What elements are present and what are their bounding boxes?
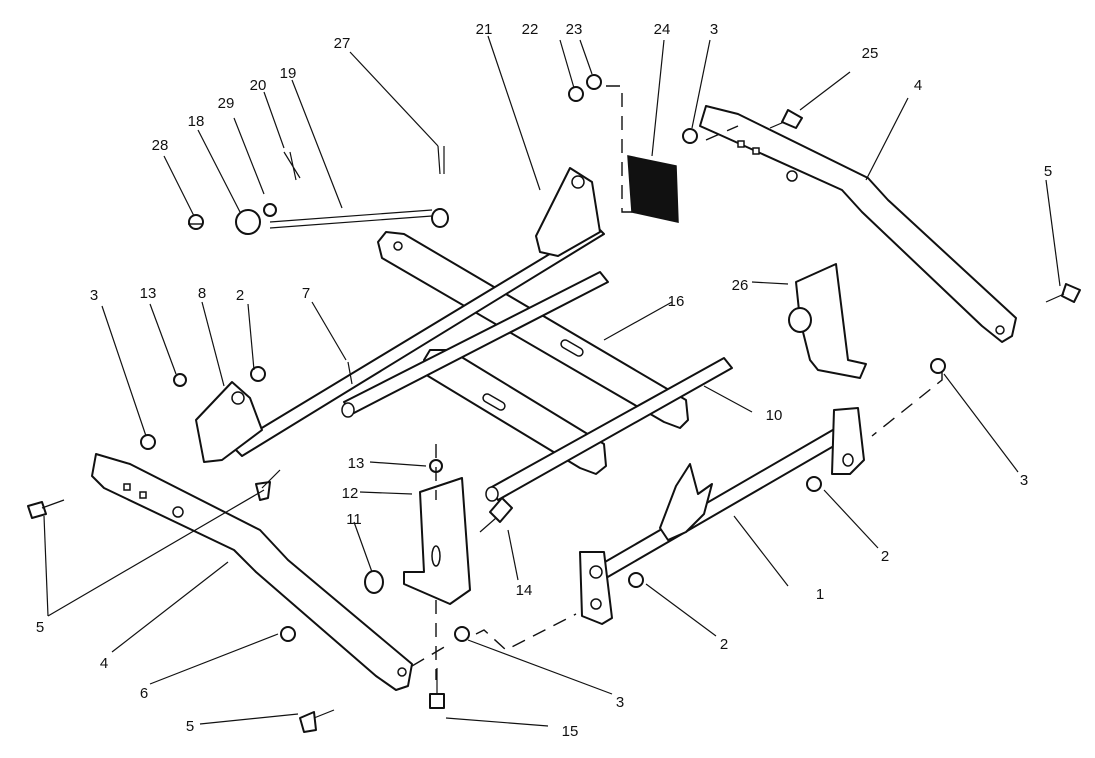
leader-lines xyxy=(43,35,1061,727)
callout-10: 10 xyxy=(766,407,783,424)
callout-2: 2 xyxy=(720,636,728,653)
callout-11: 11 xyxy=(346,511,362,528)
lift-arm-left xyxy=(91,453,413,691)
bracket-26 xyxy=(788,263,867,379)
plate-21 xyxy=(535,167,601,257)
callout-5: 5 xyxy=(186,718,194,735)
callout-4: 4 xyxy=(914,77,922,94)
rubber-block-24 xyxy=(627,155,679,223)
callout-24: 24 xyxy=(654,21,671,38)
callout-12: 12 xyxy=(342,485,359,502)
callout-28: 28 xyxy=(152,137,169,154)
callout-26: 26 xyxy=(732,277,749,294)
callout-13: 13 xyxy=(140,285,157,302)
rod-upper xyxy=(231,225,605,457)
rod-19 xyxy=(235,203,449,235)
callout-5: 5 xyxy=(1044,163,1052,180)
callout-1: 1 xyxy=(816,586,824,603)
callout-15: 15 xyxy=(562,723,579,740)
callout-4: 4 xyxy=(100,655,108,672)
assembly-lines xyxy=(188,85,943,680)
callout-5: 5 xyxy=(36,619,44,636)
callout-13: 13 xyxy=(348,455,365,472)
callout-2: 2 xyxy=(881,548,889,565)
callout-20: 20 xyxy=(250,77,267,94)
callout-14: 14 xyxy=(516,582,533,599)
callout-27: 27 xyxy=(334,35,351,52)
main-shaft-1 xyxy=(579,407,865,625)
callout-25: 25 xyxy=(862,45,879,62)
lift-arm-right xyxy=(699,105,1017,343)
callout-18: 18 xyxy=(188,113,205,130)
hardware xyxy=(27,74,1081,733)
callout-23: 23 xyxy=(566,21,583,38)
callout-22: 22 xyxy=(522,21,539,38)
callout-3: 3 xyxy=(90,287,98,304)
plate-8 xyxy=(195,381,263,463)
callout-2: 2 xyxy=(236,287,244,304)
rod-10 xyxy=(485,357,733,502)
callout-8: 8 xyxy=(198,285,206,302)
callout-29: 29 xyxy=(218,95,235,112)
callout-6: 6 xyxy=(140,685,148,702)
callout-19: 19 xyxy=(280,65,297,82)
callout-7: 7 xyxy=(302,285,310,302)
callout-3: 3 xyxy=(616,694,624,711)
rod-middle xyxy=(341,271,609,418)
callout-labels: 1 2 2 2 3 3 3 3 4 4 5 5 5 6 7 8 10 11 12… xyxy=(36,21,1052,740)
callout-21: 21 xyxy=(476,21,493,38)
callout-3: 3 xyxy=(710,21,718,38)
callout-3: 3 xyxy=(1020,472,1028,489)
bracket-12 xyxy=(403,477,471,605)
callout-16: 16 xyxy=(668,293,685,310)
